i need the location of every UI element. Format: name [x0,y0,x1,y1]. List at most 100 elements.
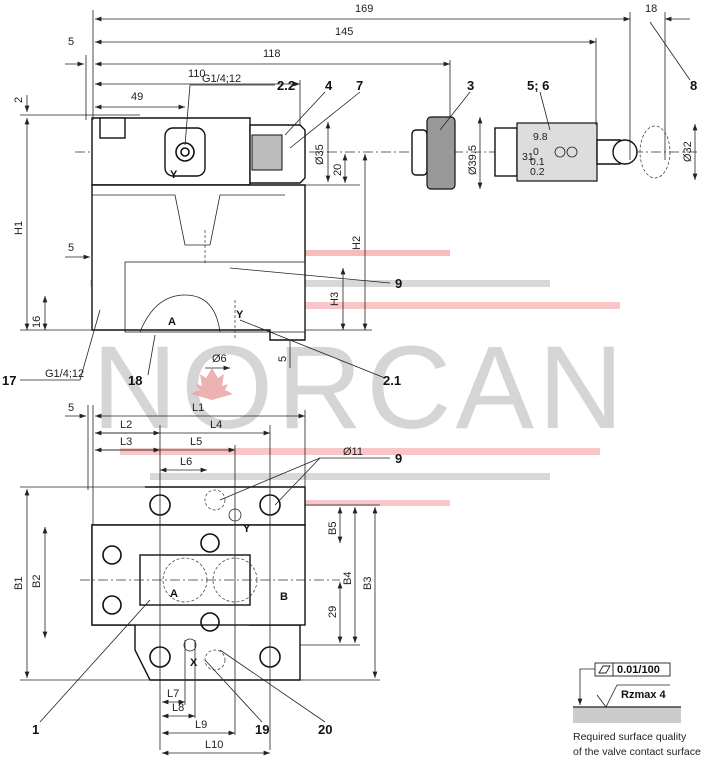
dim-118-label: 118 [263,48,281,60]
component-3-knob [426,116,456,190]
callout-5-6: 5; 6 [527,78,549,93]
dim-l4-label: L4 [210,419,222,431]
port-a-label: A [168,316,176,328]
watermark-text: NORCAN [92,322,627,454]
port-y-label: Y [243,523,251,535]
hidden-hole [204,489,226,511]
scale-mark: 0 [533,146,539,158]
port-x-label: X [190,657,198,669]
watermark-bar [120,302,620,309]
callout-19: 19 [255,722,269,737]
dim-5-top-label: 5 [68,36,74,48]
leader-9-top [229,267,391,284]
callout-20: 20 [318,722,332,737]
valve-body [91,184,306,341]
leader-9b [219,457,321,501]
component-3-nut [411,129,428,176]
callout-1: 1 [32,722,39,737]
callout-9-top: 9 [395,276,402,291]
dim-l3-label: L3 [120,436,132,448]
bottom-view [20,405,390,756]
watermark-bar [300,500,450,506]
dim-l6-label: L6 [180,456,192,468]
adjustment-spindle [251,134,283,171]
dim-d11-label: Ø11 [343,446,363,458]
port-y-boss [164,127,206,177]
leader-19 [204,659,263,723]
callout-18: 18 [128,373,142,388]
top-view: 9.8 0 0.1 0.2 31 [20,10,700,381]
scale-mark: 9.8 [533,131,548,143]
leader-18 [147,334,156,376]
callout-3: 3 [467,78,474,93]
body-profile [92,194,285,246]
dim-2-label: 2 [13,97,25,103]
bolt-hole [102,545,122,565]
scale-mark: 0.2 [530,166,545,178]
dim-16-label: 16 [31,316,43,328]
dim-b4-label: B4 [342,572,354,585]
dim-h3-label: H3 [329,292,341,306]
dim-18-label: 18 [645,3,657,15]
flatness-icon [598,665,611,674]
leader-17 [20,309,101,381]
port-y-label: Y [236,309,244,321]
dim-169-label: 169 [355,3,373,15]
callout-17: 17 [2,373,16,388]
watermark-bar [150,473,550,480]
dim-5-left-label: 5 [68,242,74,254]
dim-110-label: 110 [188,68,206,80]
watermark-bar [90,280,550,287]
maple-leaf-icon [191,368,233,400]
head-boss [99,117,126,139]
dim-5-small-label: 5 [277,356,289,362]
flatness-value: 0.01/100 [617,664,660,676]
callout-8: 8 [690,78,697,93]
port-a-section [139,294,221,333]
roughness-value: Rzmax 4 [621,689,667,701]
thread-g14-bottom: G1/4;12 [45,368,84,380]
leader-3 [439,91,471,131]
norcan-watermark: NORCAN [90,250,627,506]
port-x-hole [183,638,197,652]
dim-49-label: 49 [131,91,143,103]
dim-l8-label: L8 [172,702,184,714]
dim-d39-5-label: Ø39.5 [467,145,479,175]
port-bore [180,147,190,157]
dim-d6-label: Ø6 [212,353,227,365]
screw-icon [566,146,578,158]
dim-d35-label: Ø35 [314,144,326,165]
bolt-hole [200,533,220,553]
dim-b1-label: B1 [13,577,25,590]
dim-d32-label: Ø32 [682,141,694,162]
surface-note-line1: Required surface quality [573,731,687,743]
callout-7: 7 [356,78,363,93]
dim-145-label: 145 [335,26,353,38]
top-view-labels: 169 18 145 118 5 110 49 G1/4;12 2 H1 Ø35… [2,3,697,388]
flatness-leader [577,668,595,705]
leader-5-6 [539,91,551,131]
callout-4: 4 [325,78,333,93]
key-swing-circle [639,125,671,179]
leader-2-2 [184,84,275,146]
callout-9-bottom: 9 [395,451,402,466]
dim-l2-label: L2 [120,419,132,431]
subplate-section [124,261,306,333]
scale-mark: 31 [522,151,534,163]
bolt-hole [102,595,122,615]
scale-mark: 0.1 [530,156,545,168]
dim-5-label: 5 [68,402,74,414]
flatness-value-box [612,662,671,677]
dim-b3-label: B3 [362,577,374,590]
bolt-hole [200,612,220,632]
dim-l10-label: L10 [205,739,223,751]
leader-4 [284,91,326,136]
callout-2-2: 2.2 [277,78,295,93]
leader-2-1 [239,319,386,379]
roughness-symbol-icon [596,684,670,708]
callout-2-1: 2.1 [383,373,401,388]
dim-b5-label: B5 [327,522,339,535]
dim-l7-label: L7 [167,688,179,700]
